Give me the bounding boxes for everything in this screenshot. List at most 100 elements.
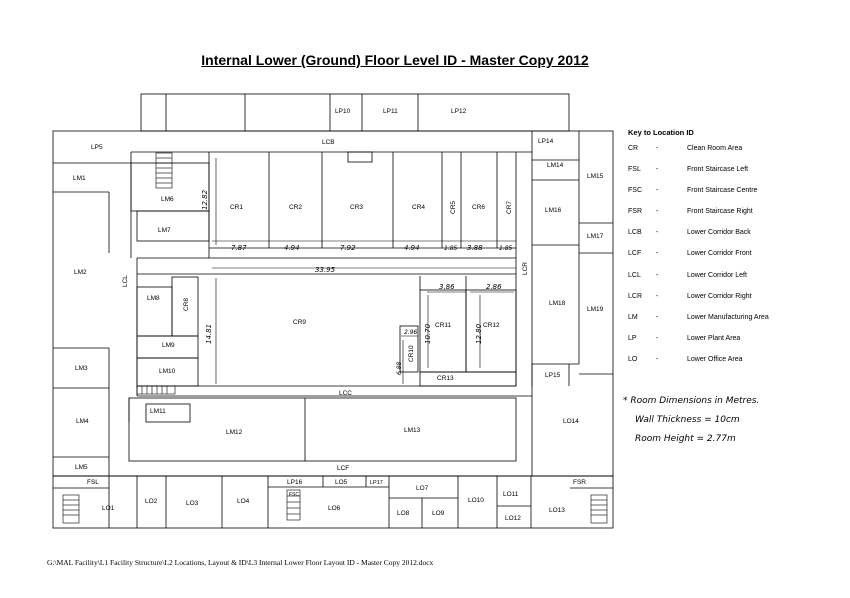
dim-7-87: 7.87 <box>231 244 247 252</box>
room-lcc: LCC <box>339 390 352 397</box>
room-lm6: LM6 <box>161 196 174 203</box>
room-lm14: LM14 <box>547 162 564 169</box>
note-dimensions: * Room Dimensions in Metres. <box>623 396 760 406</box>
key-dash: - <box>656 313 659 321</box>
room-cr7: CR7 <box>506 201 513 214</box>
room-cr1: CR1 <box>230 204 243 211</box>
key-dash: - <box>656 229 659 237</box>
key-dash: - <box>656 166 659 174</box>
key-desc: Lower Corridor Left <box>687 271 747 279</box>
room-cr13: CR13 <box>437 375 454 382</box>
side-staircase <box>136 385 176 395</box>
key-code: LCB <box>628 229 642 237</box>
room-lo3: LO3 <box>186 500 199 507</box>
dim-33-95: 33.95 <box>315 266 336 274</box>
dim-7-92: 7.92 <box>340 244 356 252</box>
handwritten-notes: * Room Dimensions in Metres. Wall Thickn… <box>623 392 759 449</box>
key-dash: - <box>656 250 659 258</box>
room-cr10: CR10 <box>408 345 415 362</box>
staircase-fsr <box>590 494 608 524</box>
room-lm13: LM13 <box>404 427 421 434</box>
room-lm18: LM18 <box>549 300 566 307</box>
key-dash: - <box>656 208 659 216</box>
key-code: FSR <box>628 208 642 216</box>
key-dash: - <box>656 271 659 279</box>
room-lp16: LP16 <box>287 479 303 486</box>
staircase-fsl <box>62 494 80 524</box>
dim-4-94-a: 4.94 <box>284 244 300 252</box>
room-lp17: LP17 <box>370 480 383 486</box>
room-lo6: LO6 <box>328 505 341 512</box>
dim-6-88: 6.88 <box>396 361 403 375</box>
room-lm10: LM10 <box>159 368 176 375</box>
key-desc: Front Staircase Centre <box>687 187 758 195</box>
room-lp5: LP5 <box>91 144 103 151</box>
room-lm5: LM5 <box>75 464 88 471</box>
room-fsc: FSC <box>289 492 299 498</box>
key-entry: LCR-Lower Corridor Right <box>628 293 838 314</box>
key-desc: Lower Office Area <box>687 355 743 363</box>
key-code: LCR <box>628 292 643 300</box>
key-desc: Lower Corridor Back <box>687 229 751 237</box>
key-entry: LP-Lower Plant Area <box>628 335 838 356</box>
room-lp14: LP14 <box>538 138 554 145</box>
key-entry: LCF - Lower Corridor Front <box>628 250 838 271</box>
dim-10-70: 10.70 <box>424 323 432 344</box>
key-desc: Lower Plant Area <box>687 334 741 342</box>
room-fsl: FSL <box>87 479 99 486</box>
room-lcf: LCF <box>337 465 349 472</box>
room-cr11: CR11 <box>435 322 452 329</box>
room-lcr: LCR <box>522 262 529 275</box>
room-lo11: LO11 <box>503 491 519 498</box>
room-lo2: LO2 <box>145 498 158 505</box>
room-cr6: CR6 <box>472 204 485 211</box>
key-code: LCF <box>628 250 642 258</box>
key-code: FSL <box>628 166 641 174</box>
room-lm12: LM12 <box>226 429 243 436</box>
room-lm19: LM19 <box>587 306 604 313</box>
dim-3-88: 3.88 <box>467 244 483 252</box>
room-lm7: LM7 <box>158 227 171 234</box>
dim-1-85-a: 1.85 <box>444 245 458 252</box>
room-lm4: LM4 <box>76 418 89 425</box>
room-lo7: LO7 <box>416 485 429 492</box>
room-lp15: LP15 <box>545 372 561 379</box>
location-key: Key to Location ID CR-Clean Room Area FS… <box>628 128 838 377</box>
key-dash: - <box>656 187 659 195</box>
page-title: Internal Lower (Ground) Floor Level ID -… <box>201 52 589 68</box>
key-code: FSC <box>628 187 642 195</box>
room-cr9: CR9 <box>293 319 306 326</box>
key-entry: LM - Lower Manufacturing Area <box>628 314 838 335</box>
room-lo8: LO8 <box>397 510 410 517</box>
room-cr5: CR5 <box>450 201 457 214</box>
key-entry: FSL - Front Staircase Left <box>628 166 838 187</box>
room-lo1: LO1 <box>102 505 115 512</box>
room-lp11: LP11 <box>383 108 398 115</box>
key-entry: FSR-Front Staircase Right <box>628 208 838 229</box>
key-entry: FSC - Front Staircase Centre <box>628 187 838 208</box>
key-desc: Front Staircase Left <box>687 166 749 174</box>
rear-staircase <box>155 152 173 189</box>
key-code: LP <box>628 334 637 342</box>
room-fsr: FSR <box>573 479 586 486</box>
room-lo9: LO9 <box>432 510 445 517</box>
room-lm15: LM15 <box>587 173 604 180</box>
room-cr3: CR3 <box>350 204 363 211</box>
key-dash: - <box>656 355 659 363</box>
key-code: LM <box>628 313 638 321</box>
room-cr8: CR8 <box>183 298 190 311</box>
room-lo13: LO13 <box>549 507 565 514</box>
note-wall-thickness: Wall Thickness = 10cm <box>635 415 740 425</box>
room-cr12: CR12 <box>483 322 500 329</box>
key-code: LO <box>628 355 638 363</box>
room-lo12: LO12 <box>505 515 521 522</box>
room-lo4: LO4 <box>237 498 250 505</box>
key-desc: Lower Manufacturing Area <box>687 313 769 321</box>
key-title: Key to Location ID <box>628 128 694 137</box>
key-code: CR <box>628 145 639 152</box>
room-cr4: CR4 <box>412 204 425 211</box>
key-desc: Lower Corridor Front <box>687 250 752 258</box>
key-entry: CR-Clean Room Area <box>628 145 838 166</box>
room-lm8: LM8 <box>147 295 160 302</box>
